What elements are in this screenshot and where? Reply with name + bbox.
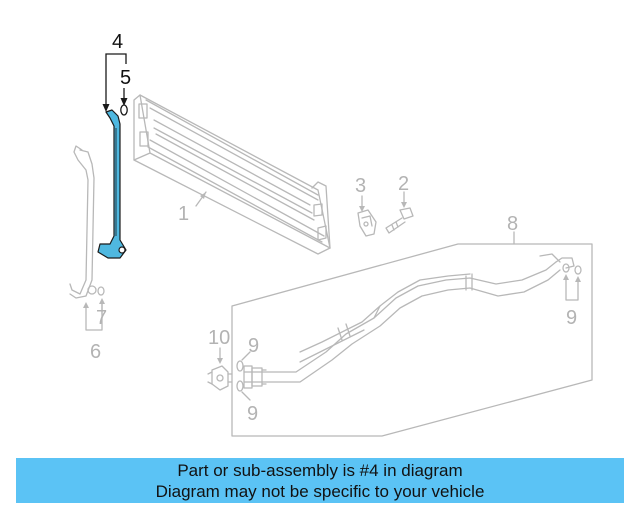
callout-2: 2	[398, 173, 409, 195]
part-8-outline	[231, 243, 593, 437]
callout-5: 5	[120, 67, 131, 89]
banner-line-2: Diagram may not be specific to your vehi…	[155, 482, 485, 501]
fitting-part-10	[207, 365, 233, 391]
callout-9-lower: 9	[247, 403, 258, 425]
info-banner: Part or sub-assembly is #4 in diagram Di…	[16, 458, 624, 503]
leader-lines-gray	[85, 191, 579, 401]
callout-8: 8	[507, 213, 518, 235]
oil-cooler-core	[133, 94, 331, 255]
parts-diagram: 4 5 1 3 2 8 7 6 10 9 9 9	[69, 31, 593, 437]
clips-part-9	[236, 263, 582, 392]
outlet-pipe-part-6	[69, 145, 105, 299]
cooler-pipes-part-8	[243, 253, 575, 389]
callout-4: 4	[112, 31, 123, 53]
callout-6: 6	[90, 341, 101, 363]
inlet-pipe-part-4	[97, 104, 128, 259]
callout-10: 10	[208, 327, 230, 349]
callout-9-right: 9	[566, 307, 577, 329]
bracket-part-3	[357, 209, 377, 237]
callout-3: 3	[355, 175, 366, 197]
callout-9-upper: 9	[248, 335, 259, 357]
callout-1: 1	[178, 203, 189, 225]
bolt-part-2	[385, 207, 414, 234]
callout-7: 7	[96, 307, 107, 329]
banner-line-1: Part or sub-assembly is #4 in diagram	[177, 461, 463, 480]
